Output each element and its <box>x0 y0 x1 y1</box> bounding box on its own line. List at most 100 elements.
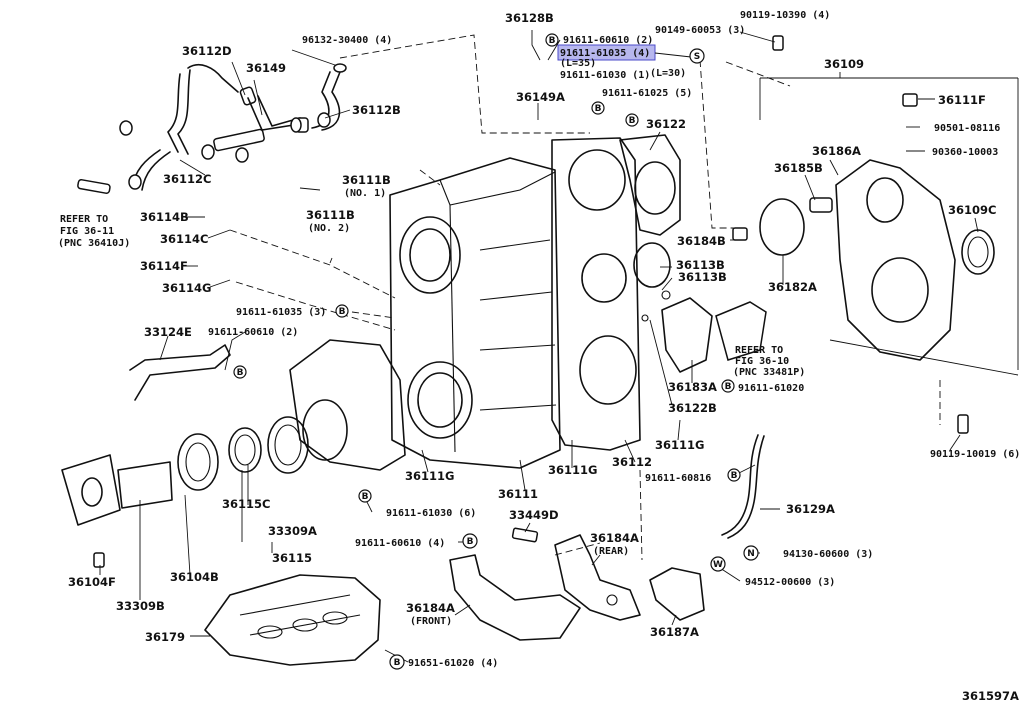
svg-text:B: B <box>725 382 732 392</box>
label-36184A-front: 36184A <box>406 601 455 615</box>
label-pnc-33481p: (PNC 33481P) <box>733 367 805 378</box>
label-36111G-right: 36111G <box>655 438 704 452</box>
svg-text:B: B <box>362 492 369 502</box>
label-36112C: 36112C <box>163 172 211 186</box>
label-36187A: 36187A <box>650 625 699 639</box>
label-36112B: 36112B <box>352 103 401 117</box>
svg-text:B: B <box>467 537 474 547</box>
cover-group-bracket <box>759 77 1019 376</box>
label-front: (FRONT) <box>410 616 452 627</box>
part-labels: 36128B 91611-60610 (2) 91611-61035 (4) (… <box>58 10 1020 703</box>
bolt-symbol: B <box>545 33 559 47</box>
label-pnc-36410j: (PNC 36410J) <box>58 238 130 249</box>
label-33309B: 33309B <box>116 599 165 613</box>
bolt-symbol: B <box>233 365 247 379</box>
bolt-symbol: B <box>625 113 639 127</box>
label-36122: 36122 <box>646 117 686 131</box>
label-no1: (NO. 1) <box>344 188 386 199</box>
label-36112D: 36112D <box>182 44 232 58</box>
label-36129A: 36129A <box>786 502 835 516</box>
label-36186A: 36186A <box>812 144 861 158</box>
label-90360-10003: 90360-10003 <box>932 147 998 158</box>
label-91611-61020: 91611-61020 <box>738 383 804 394</box>
main-case <box>389 157 561 469</box>
label-91611-60610-2-top: 91611-60610 (2) <box>563 35 653 46</box>
label-36122B: 36122B <box>668 401 717 415</box>
rear-seal-parts <box>633 198 805 373</box>
hose-assembly <box>77 63 347 194</box>
label-91611-61025-5: 91611-61025 (5) <box>602 88 692 99</box>
label-36114F: 36114F <box>140 259 188 273</box>
svg-text:B: B <box>629 116 636 126</box>
label-91611-60610-4: 91611-60610 (4) <box>355 538 445 549</box>
intermediate-plate <box>551 134 681 451</box>
label-91611-61030-1: 91611-61030 (1) <box>560 70 650 81</box>
label-l-30: (L=30) <box>650 68 686 79</box>
label-36149A: 36149A <box>516 90 565 104</box>
label-33309A: 33309A <box>268 524 317 538</box>
bolt-symbol: B <box>727 468 741 482</box>
label-36183A: 36183A <box>668 380 717 394</box>
label-fig-36-10: FIG 36-10 <box>735 356 789 367</box>
label-36114B: 36114B <box>140 210 189 224</box>
stud-symbol: S <box>689 48 705 64</box>
label-94130-60600-3: 94130-60600 (3) <box>783 549 873 560</box>
label-36114C: 36114C <box>160 232 208 246</box>
label-91611-61030-6: 91611-61030 (6) <box>386 508 476 519</box>
bolt-symbol: B <box>462 533 478 549</box>
label-36111G-left: 36111G <box>405 469 454 483</box>
label-36112: 36112 <box>612 455 652 469</box>
svg-text:B: B <box>549 36 556 46</box>
label-36111B-1: 36111B <box>342 173 391 187</box>
label-36149: 36149 <box>246 61 286 75</box>
label-36111G-middle: 36111G <box>548 463 597 477</box>
label-94512-00600-3: 94512-00600 (3) <box>745 577 835 588</box>
label-refer-to-1: REFER TO <box>60 214 108 225</box>
label-36115: 36115 <box>272 551 312 565</box>
lower-covers <box>449 35 969 641</box>
label-90119-10019-6: 90119-10019 (6) <box>930 449 1020 460</box>
label-36114G: 36114G <box>162 281 211 295</box>
dashed-reference-lines <box>229 34 941 561</box>
label-36104F: 36104F <box>68 575 116 589</box>
label-36111F: 36111F <box>938 93 986 107</box>
svg-text:B: B <box>731 471 738 481</box>
svg-text:B: B <box>595 104 602 114</box>
label-36184A-rear: 36184A <box>590 531 639 545</box>
label-33449D: 33449D <box>509 508 559 522</box>
label-36184B: 36184B <box>677 234 726 248</box>
label-36179: 36179 <box>145 630 185 644</box>
label-36182A: 36182A <box>768 280 817 294</box>
label-96132-30400-4: 96132-30400 (4) <box>302 35 392 46</box>
label-36113B-b: 36113B <box>678 270 727 284</box>
label-l-35: (L=35) <box>560 58 596 69</box>
label-36115C: 36115C <box>222 497 270 511</box>
label-36128B: 36128B <box>505 11 554 25</box>
figure-number: 361597A <box>962 689 1019 703</box>
label-fig-36-11: FIG 36-11 <box>60 226 114 237</box>
svg-text:N: N <box>747 549 755 559</box>
label-36109: 36109 <box>824 57 864 71</box>
label-91611-60610-2-left: 91611-60610 (2) <box>208 327 298 338</box>
label-36109C: 36109C <box>948 203 996 217</box>
highlighted-part-label-box <box>557 44 656 61</box>
label-91611-61035-3: 91611-61035 (3) <box>236 307 326 318</box>
label-91611-60816: 91611-60816 <box>645 473 711 484</box>
bolt-symbol: B <box>721 379 735 393</box>
bolt-symbol: B <box>335 304 349 318</box>
label-90149-60053-3: 90149-60053 (3) <box>655 25 745 36</box>
washer-symbol: W <box>710 556 726 572</box>
label-91651-61020-4: 91651-61020 (4) <box>408 658 498 669</box>
bolt-symbol: B <box>591 101 605 115</box>
label-91611-61035-4: 91611-61035 (4) <box>560 48 650 59</box>
skid-plate <box>204 574 381 666</box>
label-refer-to-2: REFER TO <box>735 345 783 356</box>
label-36104B: 36104B <box>170 570 219 584</box>
label-36113B-a: 36113B <box>676 258 725 272</box>
svg-text:B: B <box>394 658 401 668</box>
svg-text:W: W <box>713 560 723 570</box>
label-36111B-2: 36111B <box>306 208 355 222</box>
label-90501-08116: 90501-08116 <box>934 123 1000 134</box>
label-36111: 36111 <box>498 487 538 501</box>
